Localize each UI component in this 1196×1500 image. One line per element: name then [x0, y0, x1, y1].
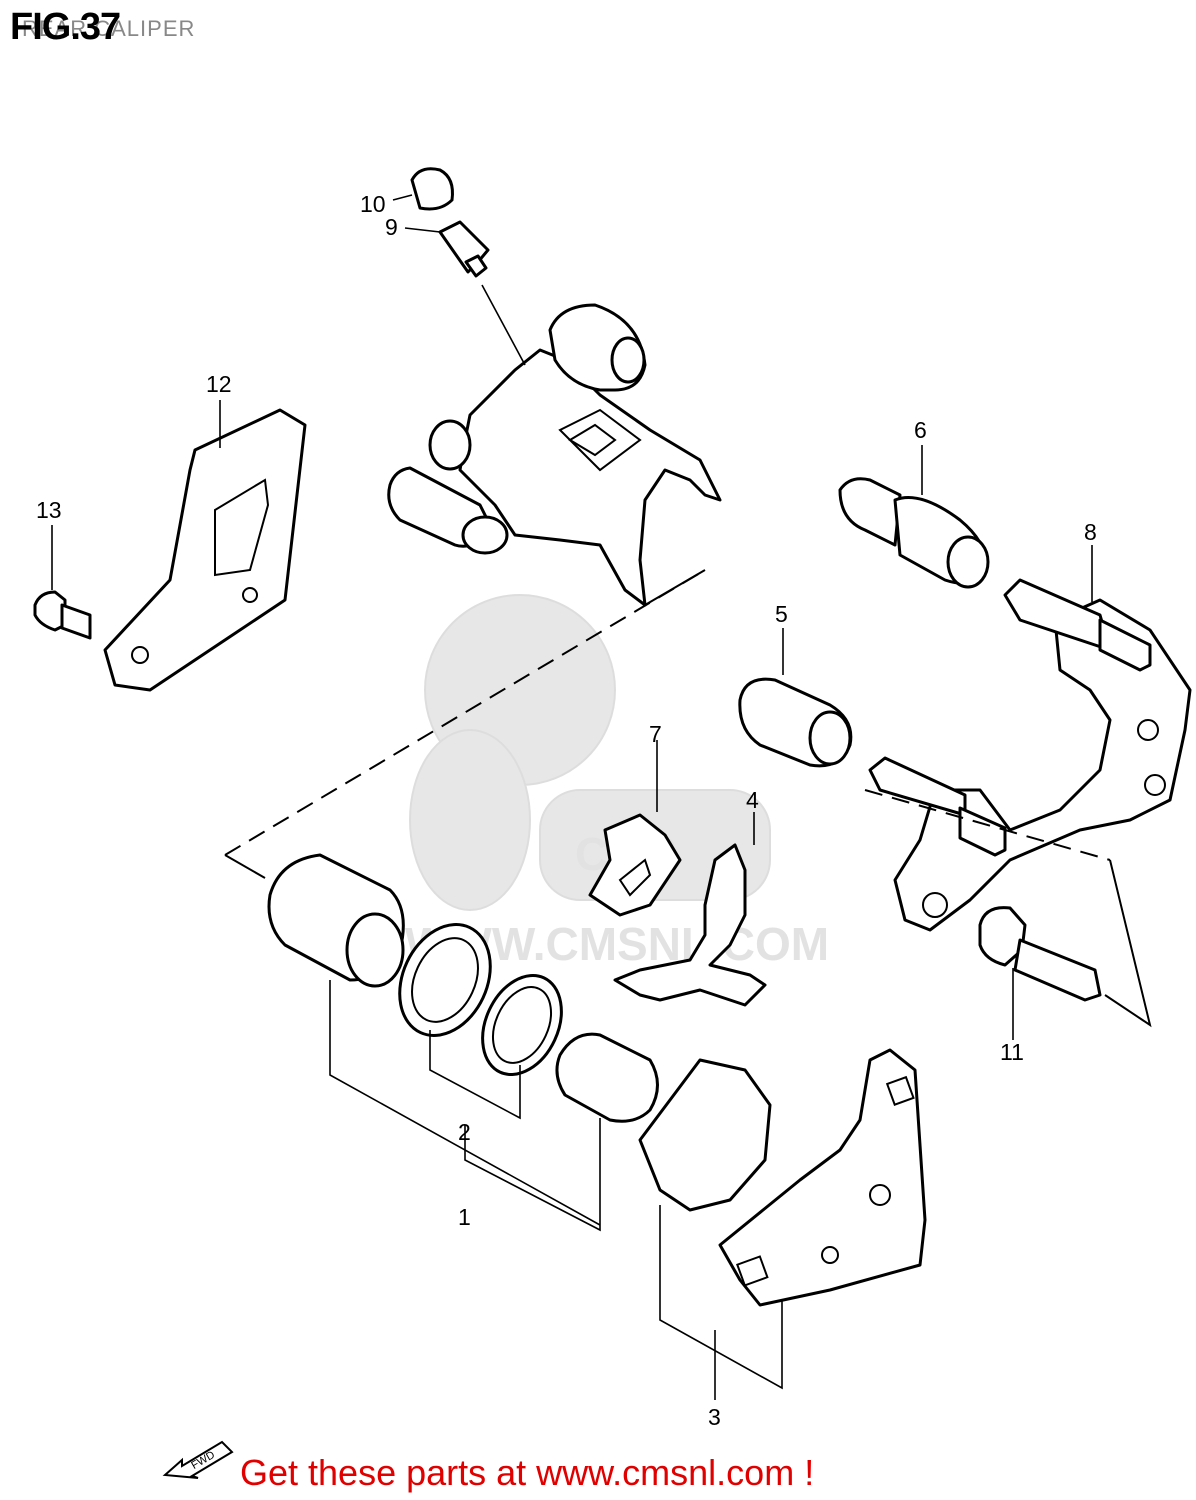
callout-2: 2 [458, 1119, 471, 1145]
part-8-caliper-bracket [868, 578, 1192, 932]
callout-6: 6 [914, 417, 927, 443]
part-12-bracket-plate [103, 408, 307, 692]
figure-title: FIG.37 [10, 6, 121, 48]
part-13-bolt [33, 590, 92, 640]
callout-12: 12 [206, 371, 232, 397]
callout-11: 11 [1000, 1039, 1024, 1065]
part-3-brake-pads [638, 1048, 927, 1307]
caliper-body [387, 303, 722, 607]
part-7-pad-spring [588, 813, 682, 917]
footer-link-text[interactable]: Get these parts at www.cmsnl.com ! [240, 1452, 815, 1493]
callout-1: 1 [458, 1204, 471, 1230]
callout-7: 7 [649, 721, 662, 747]
part-1-piston [267, 853, 405, 988]
callout-10: 10 [360, 191, 386, 217]
part-10-bleeder-cap [410, 167, 454, 211]
part-4-pad-retainer [613, 843, 767, 1007]
callout-9: 9 [385, 214, 398, 240]
watermark-mascot-body [409, 729, 531, 911]
part-6-slide-pin-boot [838, 477, 990, 589]
fwd-direction-arrow: FWD [162, 1440, 234, 1479]
axis-lines [224, 569, 1152, 1028]
part-2-seals [398, 923, 563, 1077]
callout-3: 3 [708, 1404, 721, 1430]
part-11-bolt [978, 906, 1102, 1002]
figure-subtitle: REAR CALIPER [22, 16, 196, 41]
callout-5: 5 [775, 601, 788, 627]
callout-8: 8 [1084, 519, 1097, 545]
callout-4: 4 [746, 787, 759, 813]
callout-13: 13 [36, 497, 62, 523]
part-9-bleeder-valve [438, 220, 490, 278]
part-5-boot [738, 677, 853, 768]
leader-lines [51, 194, 1093, 1400]
part-1-piston-insulator [555, 1032, 659, 1123]
callouts: 1 2 3 4 5 6 7 8 9 10 11 12 13 [36, 191, 1097, 1430]
